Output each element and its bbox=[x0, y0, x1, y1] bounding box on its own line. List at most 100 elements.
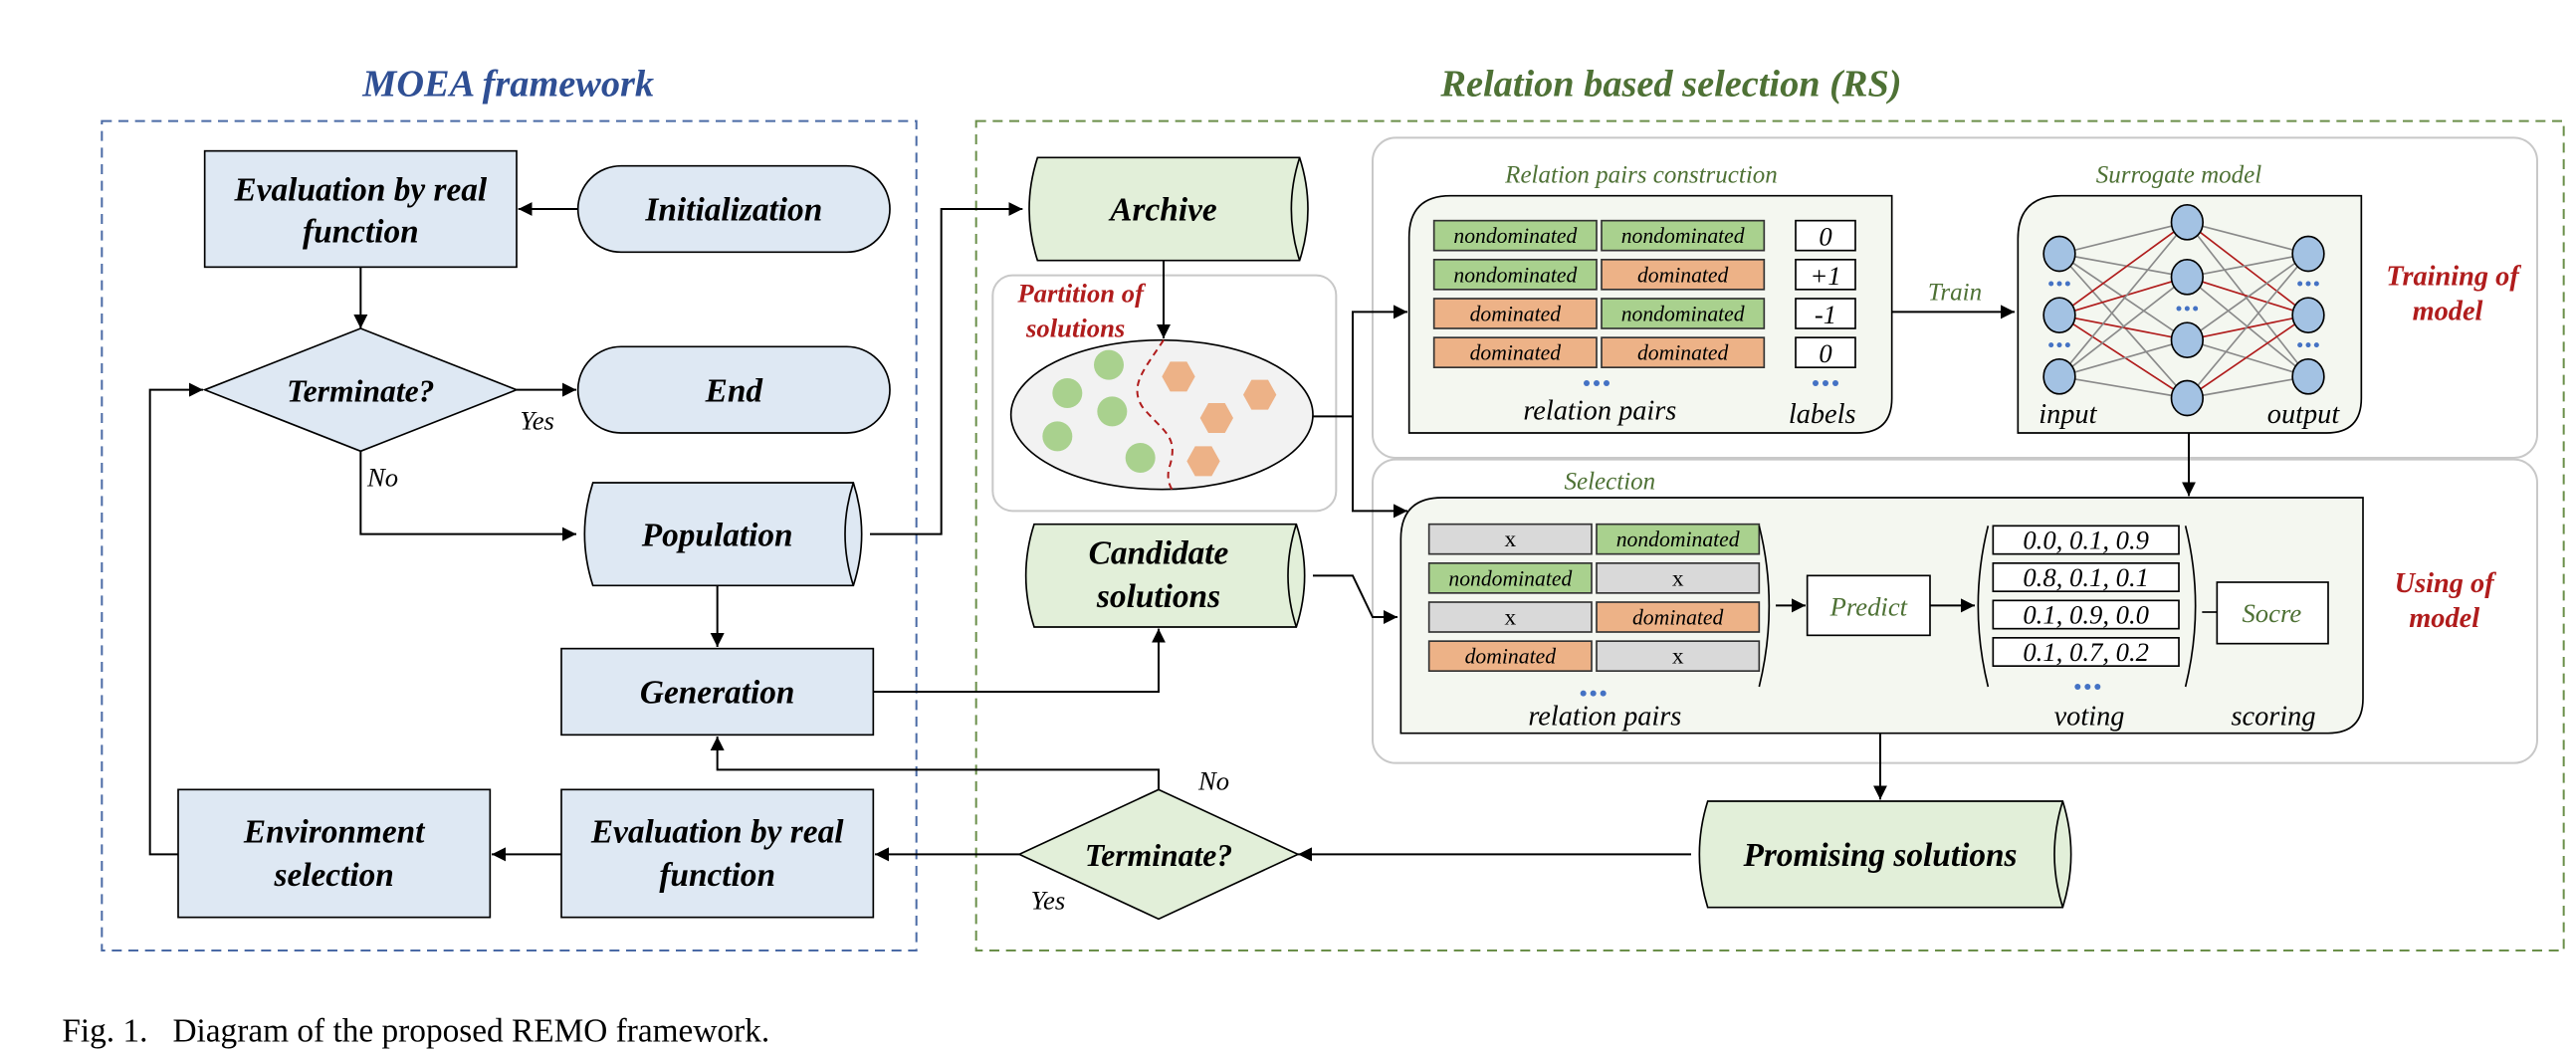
archive-cylinder: Archive bbox=[1028, 156, 1309, 262]
construction-ellipsis-labels bbox=[1812, 380, 1838, 386]
nn-edge bbox=[2187, 314, 2309, 341]
nn-ellipsis bbox=[2297, 342, 2319, 348]
pair-left-cell: nondominated bbox=[1432, 219, 1598, 252]
environment-line2: selection bbox=[274, 857, 394, 894]
predict-label: Predict bbox=[1829, 591, 1908, 621]
arrow-partition-to-selection bbox=[1352, 416, 1407, 519]
end-label: End bbox=[705, 372, 764, 409]
end-box: End bbox=[576, 345, 891, 434]
nn-node bbox=[2291, 358, 2325, 395]
arrow-generation-to-candidate bbox=[873, 628, 1166, 694]
nn-edge bbox=[2187, 375, 2309, 399]
label-value: 0 bbox=[1819, 338, 1831, 368]
nn-node bbox=[2042, 358, 2076, 395]
solution-set bbox=[1009, 338, 1314, 494]
score-box: Socre bbox=[2216, 581, 2329, 645]
nn-edge bbox=[2058, 276, 2188, 377]
surrogate-panel bbox=[2017, 194, 2363, 434]
nn-edge bbox=[2186, 314, 2309, 399]
nondominated-solution bbox=[1097, 396, 1128, 427]
voting-bracket-right bbox=[2184, 526, 2197, 688]
arrow-candidate-to-selection bbox=[1313, 574, 1397, 624]
vote-cell: 0.1, 0.7, 0.2 bbox=[1992, 637, 2180, 667]
dominated-solution bbox=[1162, 361, 1195, 392]
population-label: Population bbox=[641, 517, 793, 553]
rs-terminate-diamond: Terminate? bbox=[1017, 788, 1300, 921]
arrow-terminate-no-to-population bbox=[359, 451, 576, 541]
selection-right-cell-text: x bbox=[1672, 565, 1684, 591]
input-label: input bbox=[2039, 399, 2097, 430]
voting-rows: 0.0, 0.1, 0.90.8, 0.1, 0.10.1, 0.9, 0.00… bbox=[1992, 525, 2180, 667]
nn-node bbox=[2291, 235, 2325, 273]
no-label-top: No bbox=[366, 462, 398, 492]
selection-relation-pairs-label: relation pairs bbox=[1528, 701, 1681, 732]
nn-edge bbox=[2186, 253, 2309, 341]
eval-top-box: Evaluation by real function bbox=[203, 149, 518, 269]
selection-left-cell: nondominated bbox=[1427, 562, 1593, 594]
eval-bottom-box: Evaluation by real function bbox=[560, 788, 875, 919]
vote-value: 0.1, 0.9, 0.0 bbox=[2023, 600, 2149, 630]
partition-line2: solutions bbox=[1025, 313, 1125, 342]
arrow-partition-to-construction bbox=[1313, 305, 1407, 418]
terminate-diamond: Terminate? bbox=[202, 327, 520, 453]
scoring-label: scoring bbox=[2232, 701, 2316, 732]
rs-terminate-label: Terminate? bbox=[1085, 838, 1232, 873]
pair-left-cell-text: nondominated bbox=[1453, 263, 1577, 287]
nn-edge bbox=[2186, 221, 2309, 316]
train-label: Train bbox=[1928, 280, 1982, 307]
archive-label: Archive bbox=[1108, 192, 1217, 229]
pair-right-cell: nondominated bbox=[1601, 298, 1766, 329]
eval-bottom-line1: Evaluation by real bbox=[590, 814, 844, 851]
selection-right-cell: x bbox=[1596, 640, 1761, 673]
moea-frame bbox=[101, 119, 918, 951]
nn-edge bbox=[2186, 221, 2309, 377]
pair-right-cell: dominated bbox=[1601, 336, 1766, 368]
selection-ellipsis-pairs bbox=[1580, 690, 1607, 697]
population-cylinder: Population bbox=[583, 482, 863, 587]
construction-ellipsis-pairs bbox=[1584, 380, 1610, 386]
eval-bottom-line2: function bbox=[659, 857, 775, 894]
nn-edge bbox=[2058, 338, 2188, 378]
nn-node bbox=[2042, 235, 2076, 273]
selection-left-cell-text: dominated bbox=[1465, 645, 1557, 669]
pair-right-cell-text: dominated bbox=[1637, 263, 1729, 287]
pair-right-cell: nondominated bbox=[1601, 219, 1766, 252]
selection-left-cell-text: nondominated bbox=[1448, 566, 1572, 590]
nn-ellipsis bbox=[2176, 306, 2199, 312]
construction-relation-pairs-label: relation pairs bbox=[1523, 396, 1676, 427]
nn-edge bbox=[2187, 221, 2309, 255]
pair-left-cell-text: dominated bbox=[1470, 303, 1562, 326]
selection-left-cell: x bbox=[1427, 523, 1593, 555]
selection-right-cell-text: x bbox=[1672, 644, 1684, 670]
dominated-solutions bbox=[1162, 361, 1277, 477]
output-label: output bbox=[2267, 399, 2341, 430]
neural-network bbox=[2042, 204, 2325, 417]
initialization-label: Initialization bbox=[644, 192, 822, 229]
nn-ellipsis bbox=[2297, 281, 2319, 287]
vote-value: 0.8, 0.1, 0.1 bbox=[2023, 562, 2149, 592]
selection-right-cell: x bbox=[1596, 562, 1761, 594]
nn-edge bbox=[2058, 375, 2188, 399]
nn-edge bbox=[2058, 253, 2188, 279]
environment-box: Environment selection bbox=[177, 788, 492, 919]
pair-right-cell-text: nondominated bbox=[1621, 224, 1745, 248]
selection-title: Selection bbox=[1565, 469, 1656, 496]
selection-right-cell: nondominated bbox=[1596, 523, 1761, 555]
label-cell: +1 bbox=[1795, 259, 1856, 291]
partition-line1: Partition of bbox=[1016, 278, 1147, 308]
voting-bracket-left bbox=[1977, 526, 1990, 688]
nondominated-solutions bbox=[1042, 349, 1156, 473]
label-cell: 0 bbox=[1795, 219, 1856, 252]
pair-right-cell: dominated bbox=[1601, 259, 1766, 291]
arrow-population-to-archive bbox=[870, 202, 1023, 535]
construction-title: Relation pairs construction bbox=[1504, 161, 1778, 188]
voting-ellipsis bbox=[2074, 684, 2101, 690]
selection-bracket-right bbox=[1758, 526, 1771, 688]
nn-node bbox=[2170, 379, 2204, 417]
generation-label: Generation bbox=[640, 675, 795, 712]
nondominated-solution bbox=[1042, 421, 1073, 452]
candidate-line1: Candidate bbox=[1089, 535, 1229, 572]
rs-title: Relation based selection (RS) bbox=[1439, 64, 1901, 106]
